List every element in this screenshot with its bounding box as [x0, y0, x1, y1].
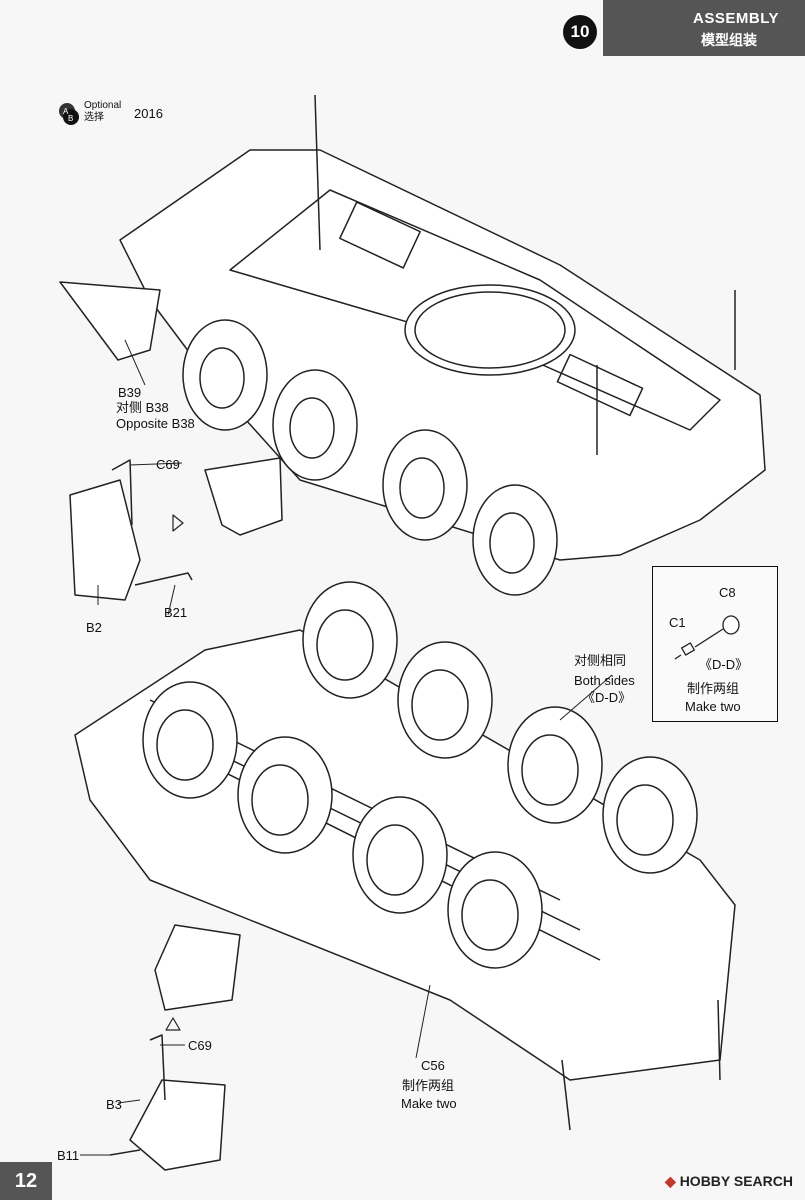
svg-text:A: A: [63, 107, 69, 116]
wheel: [182, 319, 268, 431]
label-c69-top: C69: [156, 457, 180, 472]
wheel: [142, 681, 238, 799]
inset-part-drawing: [674, 615, 740, 660]
mud-flap-b3: [109, 1034, 226, 1171]
mud-flap-b2: [69, 459, 193, 601]
wheel: [447, 851, 543, 969]
wheel: [237, 736, 333, 854]
wheel: [507, 706, 603, 824]
label-make-two-cn: 制作两组: [402, 1078, 455, 1093]
lower-wheels: [142, 581, 698, 969]
label-make-two-en-inset: Make two: [685, 699, 741, 714]
label-c1: C1: [669, 615, 686, 630]
assembly-arrows: [165, 514, 184, 1031]
label-b38-cn: 对侧 B38: [116, 400, 169, 415]
optional-label: Optional 选择: [84, 100, 121, 124]
label-dd-main: 《D-D》: [582, 690, 632, 705]
label-c8: C8: [719, 585, 736, 600]
upper-wheels: [182, 319, 558, 596]
label-dd-inset: 《D-D》: [699, 657, 749, 672]
optional-label-en: Optional: [84, 100, 122, 111]
wheel: [397, 641, 493, 759]
svg-text:B: B: [68, 114, 73, 123]
label-b3: B3: [106, 1097, 122, 1112]
label-c56: C56: [421, 1058, 445, 1073]
label-make-two-en: Make two: [401, 1096, 457, 1111]
label-both-sides-en: Both sides: [574, 673, 635, 688]
wheel: [472, 484, 558, 596]
optional-year: 2016: [134, 106, 163, 121]
section-header: ASSEMBLY 模型组装: [603, 0, 805, 56]
step-number: 10: [563, 15, 597, 49]
label-b39: B39: [118, 385, 142, 400]
watermark-text: HOBBY SEARCH: [679, 1173, 793, 1189]
label-make-two-cn-inset: 制作两组: [687, 681, 740, 696]
wheel: [302, 581, 398, 699]
leader-lines: [80, 339, 613, 1156]
wheel: [382, 429, 468, 541]
mud-flap-mid: [204, 457, 283, 536]
mud-flap-b39: [59, 281, 161, 361]
detail-inset: C8 C1 《D-D》 制作两组 Make two: [652, 566, 778, 722]
wheel: [352, 796, 448, 914]
label-c69-bottom: C69: [188, 1038, 212, 1053]
page-number: 12: [0, 1162, 52, 1200]
watermark-logo-icon: ◆: [665, 1173, 676, 1189]
wheel: [272, 369, 358, 481]
header-title-cn: 模型组装: [701, 32, 757, 48]
label-b11: B11: [57, 1148, 80, 1163]
label-b2: B2: [86, 620, 102, 635]
optional-ab-icon: A B: [59, 103, 79, 125]
mud-flap-lower-mid: [154, 924, 241, 1011]
optional-label-cn: 选择: [84, 112, 104, 123]
label-both-sides-cn: 对侧相同: [574, 653, 627, 668]
watermark: ◆ HOBBY SEARCH: [665, 1173, 793, 1190]
wheel: [602, 756, 698, 874]
label-b38-en: Opposite B38: [116, 416, 195, 431]
label-b21: B21: [164, 605, 188, 620]
header-title-en: ASSEMBLY: [693, 10, 779, 27]
